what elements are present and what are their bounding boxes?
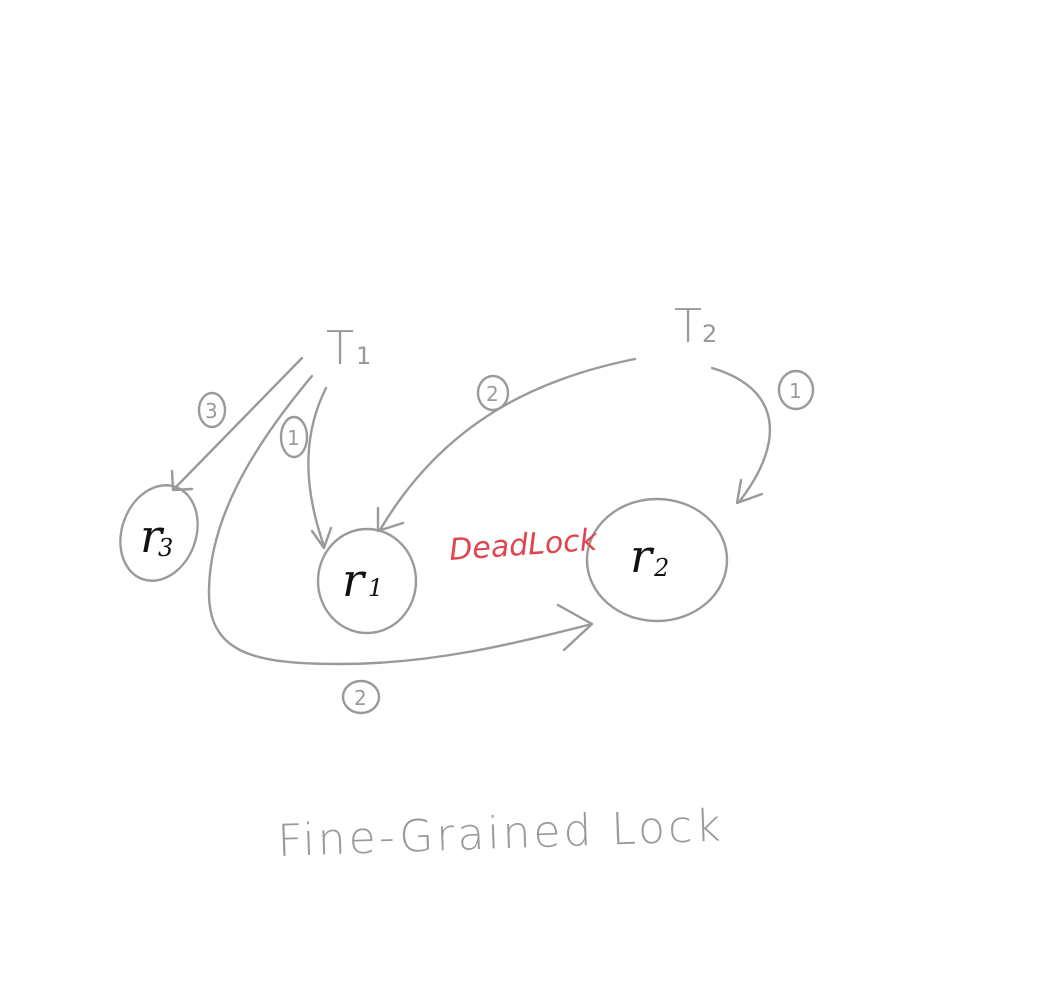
resource-r3-label: r xyxy=(140,509,165,563)
deadlock-annotation: DeadLock xyxy=(448,523,600,568)
arrowhead-icon xyxy=(310,526,333,550)
step-badge-number: 1 xyxy=(789,379,802,403)
arrowhead-icon xyxy=(170,469,194,492)
resource-r2-label: r xyxy=(630,529,655,583)
edge-t1-r3-line xyxy=(173,356,304,490)
arrowhead-icon xyxy=(556,603,594,652)
step-badge-number: 2 xyxy=(354,686,367,710)
thread-t2: T 2 xyxy=(674,299,717,353)
edge-t1-r1-line xyxy=(307,386,328,548)
resource-r1-label: r xyxy=(342,553,367,607)
resource-r1-subscript: 1 xyxy=(368,574,383,602)
resource-r1: r 1 xyxy=(316,527,418,635)
edge-t1-r2: 2 xyxy=(207,374,594,715)
thread-t2-subscript: 2 xyxy=(702,320,717,348)
resource-r3-subscript: 3 xyxy=(158,534,173,562)
step-badge-circle xyxy=(279,415,309,459)
step-badge-circle xyxy=(341,679,381,715)
edge-t1-r3: 3 xyxy=(170,356,304,492)
thread-t2-label: T xyxy=(674,299,702,353)
resource-r2-circle xyxy=(585,497,729,623)
step-badge-number: 3 xyxy=(205,399,218,423)
step-badge-number: 2 xyxy=(486,382,499,406)
edge-t1-r2-line xyxy=(207,374,594,666)
resource-r3: r 3 xyxy=(119,484,199,582)
edge-t2-r1-line xyxy=(378,357,637,532)
resource-r2-subscript: 2 xyxy=(653,554,669,582)
thread-t1: T 1 xyxy=(326,321,371,375)
edge-t1-r1: 1 xyxy=(279,386,333,550)
step-badge-circle xyxy=(777,369,815,411)
edge-t2-r2-line xyxy=(710,366,772,504)
thread-t1-label: T xyxy=(326,321,354,375)
resource-r2: r 2 xyxy=(585,497,729,623)
step-badge-number: 1 xyxy=(287,426,300,450)
step-badge-circle xyxy=(197,391,227,429)
diagram-caption: Fine-Grained Lock xyxy=(277,800,725,867)
thread-t1-subscript: 1 xyxy=(356,342,371,370)
arrowhead-icon xyxy=(735,478,764,505)
step-badge-circle xyxy=(476,374,510,412)
resource-r1-circle xyxy=(316,527,418,635)
arrowhead-icon xyxy=(376,506,405,533)
edge-t2-r2: 1 xyxy=(710,366,815,505)
edge-t2-r1: 2 xyxy=(376,357,637,533)
